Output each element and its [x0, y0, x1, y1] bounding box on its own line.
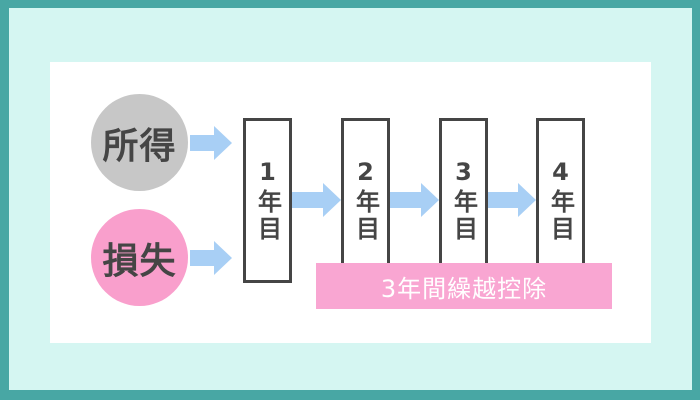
- arrow-head: [518, 183, 536, 217]
- arrow-shaft: [488, 192, 520, 208]
- income-right-arrow-icon: [190, 126, 232, 160]
- year-4-label: 4年目: [546, 158, 575, 243]
- arrow-shaft: [190, 135, 216, 151]
- loss-circle: 損失: [91, 209, 188, 306]
- year-2-label: 2年目: [351, 158, 380, 243]
- income-circle: 所得: [91, 94, 188, 191]
- carryover-banner: 3年間繰越控除: [316, 263, 612, 309]
- year-box-4: 4年目: [536, 118, 585, 283]
- background-mat: 所得 損失 1年目 2年目: [9, 8, 692, 390]
- arrow-head: [421, 183, 439, 217]
- loss-label: 損失: [102, 240, 177, 282]
- year1-to-year2-arrow-icon: [292, 183, 341, 217]
- year-1-label: 1年目: [253, 158, 282, 243]
- arrow-head: [214, 126, 232, 160]
- year2-to-year3-arrow-icon: [390, 183, 439, 217]
- year-box-3: 3年目: [439, 118, 488, 283]
- arrow-head: [214, 241, 232, 275]
- year-box-2: 2年目: [341, 118, 390, 283]
- carryover-banner-label: 3年間繰越控除: [380, 274, 548, 303]
- income-label: 所得: [102, 125, 177, 167]
- year3-to-year4-arrow-icon: [488, 183, 536, 217]
- year-box-1: 1年目: [243, 118, 292, 283]
- arrow-shaft: [292, 192, 325, 208]
- diagram-card: 所得 損失 1年目 2年目: [50, 62, 651, 343]
- arrow-head: [323, 183, 341, 217]
- arrow-shaft: [390, 192, 423, 208]
- loss-right-arrow-icon: [190, 241, 232, 275]
- arrow-shaft: [190, 250, 216, 266]
- year-3-label: 3年目: [449, 158, 478, 243]
